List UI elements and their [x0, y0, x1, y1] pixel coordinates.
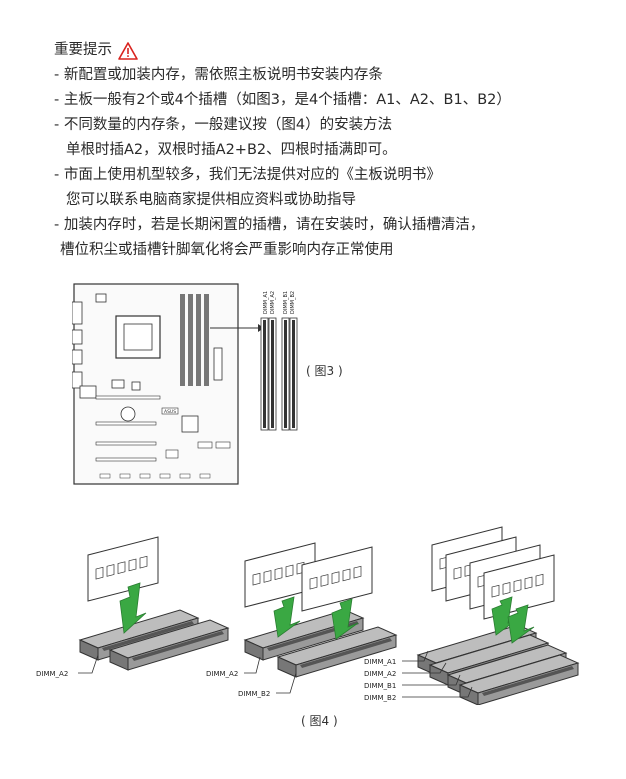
insert-arrow-icon [491, 596, 519, 636]
slot-label-a2: DIMM_A2 [270, 291, 276, 314]
slot-a2 [268, 317, 277, 431]
slot-b2 [289, 317, 298, 431]
notice-line-7: - 加装内存时，若是长期闲置的插槽，请在安装时，确认插槽清洁， [54, 217, 485, 233]
insert-arrow-icon [331, 598, 359, 640]
notice-title: 重要提示 [54, 42, 112, 58]
dual-label-a2: DIMM_A2 [206, 670, 238, 678]
figure4-caption: ( 图4 ) [301, 714, 338, 728]
single-label-a2: DIMM_A2 [36, 670, 68, 678]
insert-arrow-icon [507, 604, 535, 644]
notice-line-2: - 主板一般有2个或4个插槽（如图3，是4个插槽：A1、A2、B1、B2） [54, 92, 511, 108]
notice-title-row: 重要提示 [54, 38, 511, 63]
install-diagram: DIMM_A2 DIMM_A2 DIMM_B2 DIMM_A1 DIMM_A2 … [36, 526, 579, 705]
install-quad [417, 526, 579, 705]
quad-label-b1: DIMM_B1 [364, 682, 396, 690]
board-brand-text: ASUS [164, 409, 176, 415]
warning-icon [118, 41, 138, 60]
figure3-caption: ( 图3 ) [306, 364, 343, 378]
install-single [79, 536, 229, 671]
notice-line-3: - 不同数量的内存条，一般建议按（图4）的安装方法 [54, 117, 393, 133]
notice-line-4: 单根时插A2，双根时插A2+B2、四根时插满即可。 [66, 142, 397, 158]
motherboard-diagram: ASUS [72, 283, 239, 485]
install-dual [244, 542, 397, 678]
slot-b1 [281, 317, 290, 431]
dimm-slot-zoom: DIMM_A1 DIMM_A2 DIMM_B1 DIMM_B2 [260, 291, 298, 431]
dual-label-b2: DIMM_B2 [238, 690, 270, 698]
notice-line-1: - 新配置或加装内存，需依照主板说明书安装内存条 [54, 67, 383, 83]
quad-label-a2: DIMM_A2 [364, 670, 396, 678]
slot-label-b1: DIMM_B1 [283, 291, 289, 314]
notice-line-8: 槽位积尘或插槽针脚氧化将会严重影响内存正常使用 [60, 242, 394, 258]
important-notice: 重要提示 - 新配置或加装内存，需依照主板说明书安装内存条 - 主板一般有2个或… [54, 38, 511, 263]
insert-arrow-icon [273, 596, 301, 638]
slot-a1 [260, 317, 269, 431]
notice-line-5: - 市面上使用机型较多，我们无法提供对应的《主板说明书》 [54, 167, 441, 183]
slot-label-b2: DIMM_B2 [290, 291, 296, 314]
quad-label-a1: DIMM_A1 [364, 658, 396, 666]
insert-arrow-icon [119, 582, 147, 634]
slot-label-a1: DIMM_A1 [263, 291, 269, 314]
quad-label-b2: DIMM_B2 [364, 694, 396, 702]
notice-line-6: 您可以联系电脑商家提供相应资料或协助指导 [66, 192, 356, 208]
